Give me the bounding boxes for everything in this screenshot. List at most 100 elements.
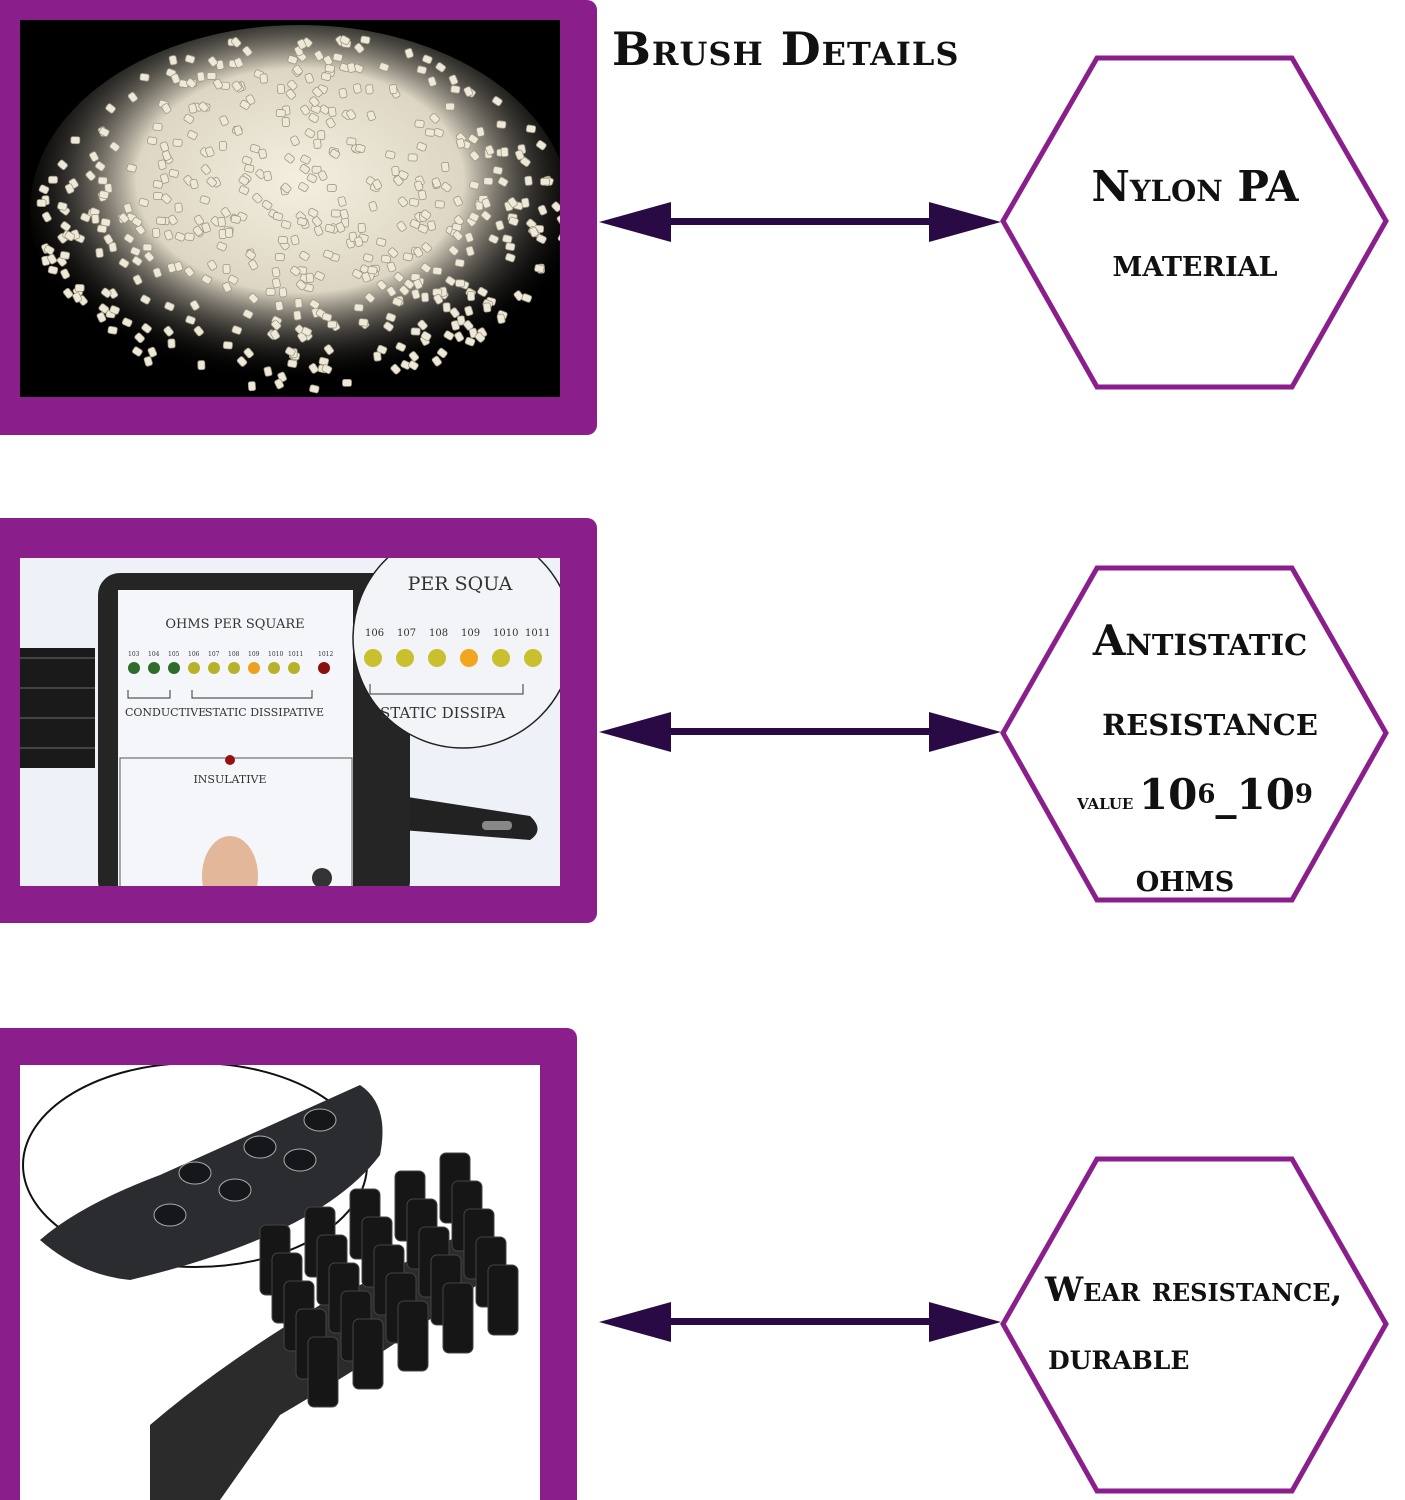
nylon-pellet bbox=[206, 72, 217, 80]
nylon-pellet bbox=[409, 219, 421, 229]
nylon-pellet bbox=[295, 279, 307, 291]
nylon-pellet bbox=[274, 300, 284, 311]
nylon-pellet bbox=[95, 247, 104, 258]
nylon-pellet bbox=[310, 104, 322, 114]
nylon-pellet bbox=[354, 42, 365, 54]
nylon-pellet bbox=[456, 138, 466, 149]
nylon-pellet bbox=[367, 265, 378, 275]
nylon-pellet bbox=[284, 153, 295, 164]
nylon-pellet bbox=[233, 125, 243, 136]
nylon-pellet bbox=[448, 245, 459, 256]
nylon-pellet bbox=[299, 250, 310, 261]
hexagon-nylon bbox=[1000, 55, 1389, 390]
nylon-pellet bbox=[429, 113, 440, 124]
nylon-pellet bbox=[362, 253, 374, 263]
nylon-pellet bbox=[354, 236, 364, 247]
nylon-pellet bbox=[281, 117, 290, 128]
nylon-pellet bbox=[464, 305, 474, 317]
nylon-pellet bbox=[455, 279, 466, 288]
nylon-pellet bbox=[321, 312, 333, 322]
nylon-pellet bbox=[163, 325, 174, 337]
nylon-pellet bbox=[57, 159, 68, 170]
nylon-pellet bbox=[513, 290, 524, 301]
nylon-pellet bbox=[222, 263, 231, 274]
meter-led bbox=[168, 662, 180, 674]
nylon-pellet bbox=[420, 331, 432, 342]
nylon-pellet bbox=[265, 287, 276, 296]
meter-exponent-label: 105 bbox=[168, 651, 180, 658]
bristle-tuft bbox=[442, 1282, 474, 1354]
meter-exponent-label: 108 bbox=[228, 651, 240, 658]
nylon-pellet bbox=[297, 217, 308, 227]
nylon-pellet bbox=[436, 347, 448, 359]
meter-led bbox=[228, 662, 240, 674]
nylon-pellet bbox=[551, 201, 560, 213]
bristle-hole bbox=[303, 1108, 337, 1132]
nylon-pellet bbox=[474, 332, 486, 343]
nylon-pellet bbox=[481, 197, 492, 209]
nylon-pellet bbox=[207, 259, 218, 271]
nylon-pellet bbox=[476, 126, 485, 137]
zoom-led bbox=[492, 649, 510, 667]
nylon-pellet bbox=[352, 83, 362, 94]
nylon-pellet bbox=[317, 170, 328, 181]
nylon-pellet bbox=[244, 164, 255, 173]
nylon-pellet bbox=[535, 140, 547, 151]
value-exp2: 9 bbox=[1294, 779, 1314, 810]
nylon-pellet bbox=[230, 214, 241, 224]
nylon-pellet bbox=[152, 267, 162, 278]
nylon-pellet bbox=[183, 113, 195, 124]
nylon-pellet bbox=[198, 101, 209, 113]
nylon-pellet bbox=[127, 91, 138, 103]
nylon-pellet bbox=[272, 211, 284, 221]
nylon-pellet bbox=[271, 267, 281, 278]
nylon-pellet bbox=[358, 318, 369, 327]
nylon-pellet bbox=[196, 71, 206, 82]
nylon-pellet bbox=[85, 170, 96, 181]
nylon-pellet bbox=[491, 96, 503, 107]
nylon-pellet bbox=[188, 103, 198, 114]
feature-antistatic-line2: resistance bbox=[1102, 696, 1318, 745]
meter-label-insulative: INSULATIVE bbox=[193, 773, 266, 786]
nylon-pellet bbox=[207, 56, 218, 67]
nylon-pellet bbox=[248, 259, 259, 271]
nylon-pellet bbox=[231, 80, 242, 92]
nylon-pellet bbox=[392, 297, 403, 307]
nylon-pellet bbox=[386, 286, 397, 297]
nylon-pellet bbox=[352, 269, 363, 279]
nylon-pellet bbox=[464, 336, 476, 347]
nylon-pellet bbox=[324, 223, 336, 233]
nylon-pellet bbox=[505, 253, 516, 263]
nylon-pellet bbox=[218, 140, 227, 151]
nylon-pellets-photo bbox=[20, 20, 560, 397]
nylon-pellet bbox=[294, 298, 303, 309]
nylon-pellet bbox=[144, 251, 155, 262]
nylon-pellet bbox=[469, 150, 480, 162]
feature-antistatic-value: value 106_109 bbox=[1000, 770, 1390, 819]
meter-led bbox=[188, 662, 200, 674]
nylon-pellet bbox=[174, 202, 183, 213]
zoom-exponent-label: 1011 bbox=[525, 628, 550, 639]
nylon-pellet bbox=[152, 179, 164, 189]
zoom-led bbox=[460, 649, 478, 667]
nylon-pellet bbox=[287, 79, 298, 91]
nylon-pellet bbox=[132, 346, 143, 357]
nylon-pellet bbox=[200, 164, 212, 175]
meter-led bbox=[208, 662, 220, 674]
nylon-pellet bbox=[167, 262, 177, 274]
nylon-pellet bbox=[259, 73, 268, 84]
nylon-pellet bbox=[139, 73, 150, 82]
nylon-pellet bbox=[231, 37, 242, 48]
nylon-pellet bbox=[59, 251, 71, 260]
bristle-tuft bbox=[487, 1264, 519, 1336]
nylon-pellet bbox=[296, 38, 307, 50]
nylon-pellet bbox=[421, 242, 432, 253]
nylon-pellet bbox=[398, 285, 410, 296]
nylon-pellet bbox=[245, 94, 256, 105]
nylon-pellet bbox=[536, 234, 547, 244]
nylon-pellet bbox=[402, 252, 414, 262]
nylon-pellet bbox=[163, 229, 174, 241]
nylon-pellet bbox=[435, 62, 446, 73]
nylon-pellet bbox=[441, 181, 452, 193]
nylon-pellet bbox=[389, 84, 398, 95]
